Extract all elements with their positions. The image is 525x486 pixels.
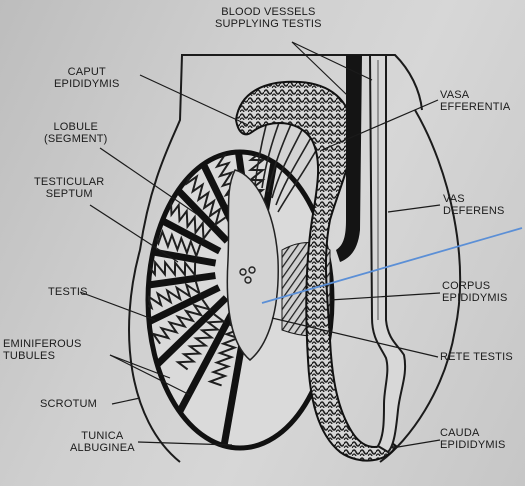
label-scrotum: SCROTUM — [40, 398, 97, 410]
label-corpus-epididymis: CORPUS EPIDIDYMIS — [442, 280, 508, 304]
label-cauda-epididymis: CAUDA EPIDIDYMIS — [440, 427, 506, 451]
label-testis: TESTIS — [48, 286, 88, 298]
label-rete-testis: RETE TESTIS — [440, 351, 513, 363]
label-tunica-albuginea: TUNICA ALBUGINEA — [70, 430, 135, 454]
label-caput-epididymis: CAPUT EPIDIDYMIS — [54, 66, 120, 90]
label-vasa-efferentia: VASA EFFERENTIA — [440, 89, 510, 113]
label-seminiferous-tubules: EMINIFEROUS TUBULES — [3, 338, 82, 362]
label-blood-vessels: BLOOD VESSELS SUPPLYING TESTIS — [215, 6, 322, 30]
label-lobule: LOBULE (SEGMENT) — [44, 121, 108, 145]
label-testicular-septum: TESTICULAR SEPTUM — [34, 176, 104, 200]
vas-deferens — [370, 55, 405, 452]
label-vas-deferens: VAS DEFERENS — [443, 193, 505, 217]
